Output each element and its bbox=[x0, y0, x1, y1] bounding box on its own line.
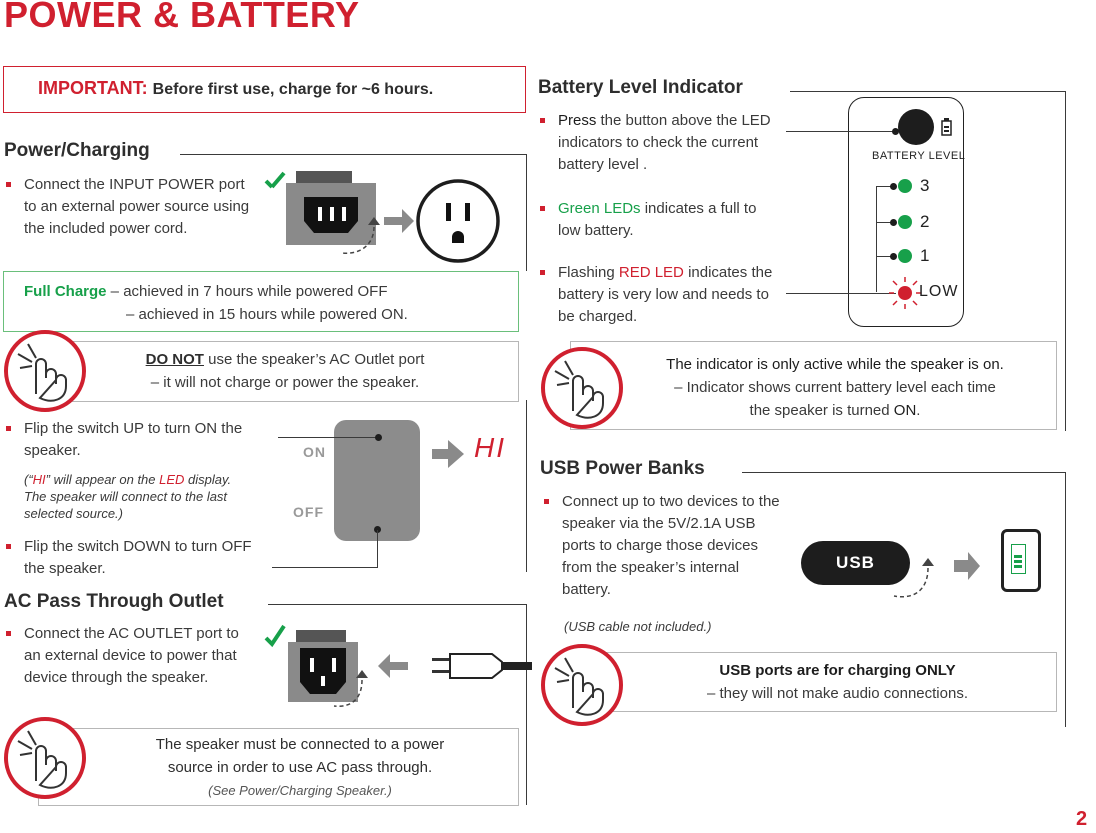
section-heading-power-charging: Power/Charging bbox=[4, 140, 156, 162]
ac-pass-bullet: Connect the AC OUTLET port to an externa… bbox=[6, 623, 239, 689]
led-label-1: 1 bbox=[920, 246, 930, 265]
section-heading-ac-pass: AC Pass Through Outlet bbox=[4, 591, 230, 613]
phone-battery-icon bbox=[1011, 544, 1026, 574]
attention-hand-icon bbox=[4, 330, 86, 412]
flip-up-bullet: Flip the switch UP to turn ON the speake… bbox=[6, 418, 259, 462]
attention-hand-icon bbox=[541, 347, 623, 429]
arrow-right-icon bbox=[432, 440, 464, 468]
battery-bullet-red: Flashing RED LED indicates the battery i… bbox=[540, 262, 778, 328]
battery-note-box bbox=[570, 341, 1057, 430]
attention-hand-icon bbox=[541, 644, 623, 726]
battery-icon bbox=[941, 118, 952, 136]
led-label-low: LOW bbox=[919, 283, 959, 300]
usb-note-box bbox=[570, 652, 1057, 712]
input-power-illustration bbox=[264, 171, 500, 263]
battery-level-panel bbox=[848, 97, 964, 327]
arrow-right-icon bbox=[954, 552, 980, 580]
flip-down-bullet: Flip the switch DOWN to turn OFF the spe… bbox=[6, 536, 254, 580]
plug-prong bbox=[432, 658, 450, 661]
power-plug-icon bbox=[449, 653, 503, 679]
led-label-2: 2 bbox=[920, 212, 930, 231]
wall-outlet-icon bbox=[416, 179, 500, 263]
checkmark-icon bbox=[264, 624, 286, 648]
ac-pass-note-box bbox=[38, 728, 519, 806]
battery-level-label: BATTERY LEVEL bbox=[872, 150, 966, 162]
switch-on-label: ON bbox=[303, 444, 326, 460]
full-charge-box bbox=[3, 271, 519, 332]
page-title: POWER & BATTERY bbox=[4, 0, 360, 35]
usb-port: USB bbox=[801, 541, 910, 585]
full-charge-line2: – achieved in 15 hours while powered ON. bbox=[126, 306, 408, 323]
led-green-3 bbox=[898, 179, 912, 193]
important-text: Before first use, charge for ~6 hours. bbox=[152, 81, 434, 98]
checkmark-icon bbox=[270, 171, 286, 189]
phone-device-icon bbox=[1001, 529, 1041, 592]
do-not-note-box bbox=[38, 341, 519, 402]
page-number: 2 bbox=[1076, 808, 1088, 830]
led-label-3: 3 bbox=[920, 176, 930, 195]
battery-note-line1: The indicator is only active while the s… bbox=[666, 356, 1004, 373]
battery-bullet-green: Green LEDs indicates a full to low batte… bbox=[540, 198, 783, 242]
led-red-low bbox=[898, 286, 912, 300]
usb-charging-illustration bbox=[893, 552, 980, 598]
hi-display: HI bbox=[474, 432, 506, 463]
led-green-2 bbox=[898, 215, 912, 229]
usb-cable-note: (USB cable not included.) bbox=[564, 619, 712, 634]
ac-outlet-illustration bbox=[264, 624, 532, 707]
arrow-right-icon bbox=[384, 209, 414, 233]
attention-hand-icon bbox=[4, 717, 86, 799]
power-bullet-connect: Connect the INPUT POWER port to an exter… bbox=[6, 174, 254, 240]
battery-bullet-press: Press the button above the LED indicator… bbox=[540, 110, 783, 176]
usb-note-line1: USB ports are for charging ONLY bbox=[719, 662, 956, 679]
usb-bullet: Connect up to two devices to the speaker… bbox=[544, 491, 784, 601]
hi-note: (“HI” will appear on the LED display. Th… bbox=[24, 472, 232, 521]
battery-check-button bbox=[898, 109, 934, 145]
arrow-left-icon bbox=[378, 654, 408, 678]
do-not-strong: DO NOT bbox=[145, 351, 204, 368]
battery-note-line2: – Indicator shows current battery level … bbox=[674, 379, 996, 396]
bullet-marker bbox=[6, 182, 11, 187]
switch-off-label: OFF bbox=[293, 504, 324, 520]
usb-note-line2: – they will not make audio connections. bbox=[707, 685, 968, 702]
ac-note-line1: The speaker must be connected to a power bbox=[155, 736, 445, 753]
section-heading-usb: USB Power Banks bbox=[540, 458, 711, 480]
section-heading-battery: Battery Level Indicator bbox=[538, 77, 749, 99]
flashing-rays-icon bbox=[889, 277, 921, 309]
full-charge-label: Full Charge bbox=[24, 283, 107, 300]
led-green-1 bbox=[898, 249, 912, 263]
ac-note-line2: source in order to use AC pass through. bbox=[167, 759, 433, 776]
important-label: IMPORTANT: bbox=[38, 78, 148, 98]
ac-note-line3: (See Power/Charging Speaker.) bbox=[208, 783, 392, 798]
important-banner bbox=[3, 66, 526, 113]
